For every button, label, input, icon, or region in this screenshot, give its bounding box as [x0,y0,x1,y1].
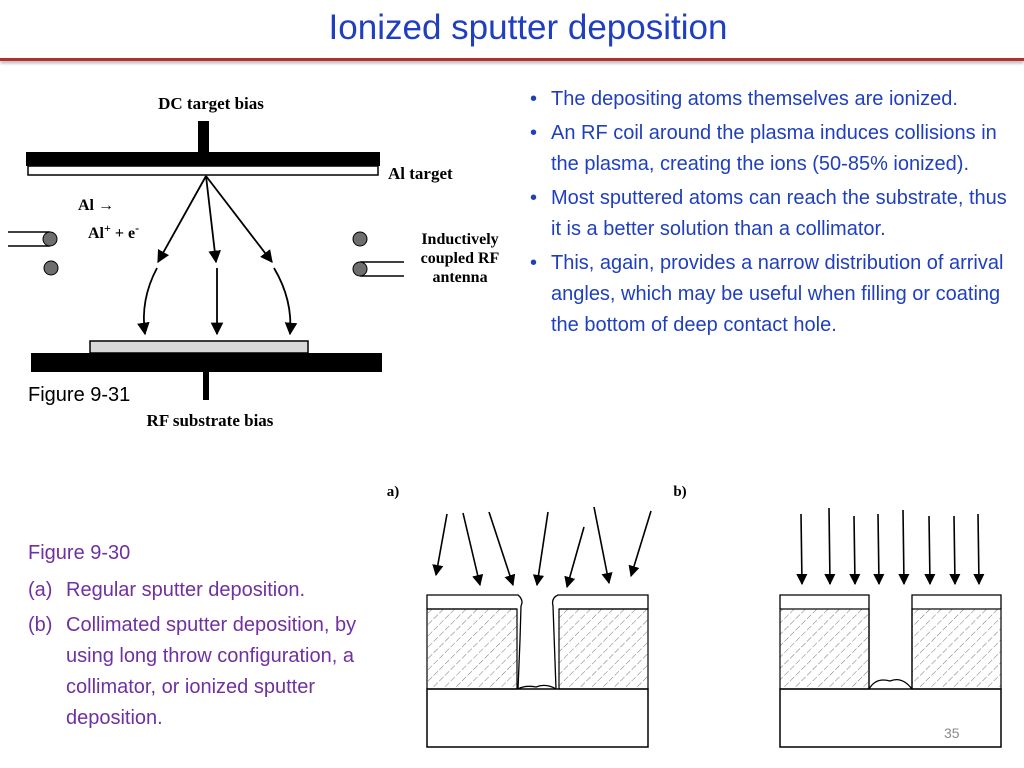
target-backing-plate [26,152,380,166]
bullet-item: • Most sputtered atoms can reach the subs… [530,183,1010,245]
right-antenna-coils [352,231,404,277]
al-target-label: Al target [388,164,453,183]
antenna-label-line3: antenna [432,269,487,286]
al-target-plate [27,165,379,176]
bullet-dot-icon: • [530,88,538,110]
ion-trajectory-arrows [137,175,298,336]
dc-bias-stem [198,121,209,152]
dc-target-bias-label: DC target bias [158,94,264,113]
panel-a-label: a) [387,484,400,500]
al-reaction-label: Al → [78,197,114,214]
al-ion-label: Al+ + e- [88,221,139,242]
caption-marker: (a) [28,579,53,601]
rf-bias-stem [203,372,209,400]
figure-9-30-caption: Figure 9-30 (a) Regular sputter depositi… [28,538,398,738]
bullet-text: The depositing atoms themselves are ioni… [551,88,958,110]
rf-substrate-bias-label: RF substrate bias [147,411,274,430]
bullet-item: • This, again, provides a narrow distribu… [530,248,1010,341]
antenna-label-line1: Inductively [421,231,498,248]
panel-b-structure [779,594,1002,748]
bullet-dot-icon: • [530,187,538,209]
slide-title: Ionized sputter deposition [328,8,728,47]
panel-a-arrows [432,506,652,589]
bullet-item: • An RF coil around the plasma induces co… [530,118,1010,180]
caption-text: Collimated sputter deposition, by using … [66,614,357,729]
bullet-dot-icon: • [530,252,538,274]
panel-b-label: b) [673,484,686,500]
panel-b-arrows [796,507,985,586]
bullet-text: Most sputtered atoms can reach the subst… [551,187,1007,240]
panel-a-structure [426,594,649,748]
page-number: 35 [944,725,960,741]
left-antenna-coils [8,231,59,276]
caption-marker: (b) [28,614,53,636]
bullet-list: • The depositing atoms themselves are ion… [530,84,1010,344]
bullet-item: • The depositing atoms themselves are ion… [530,84,1010,115]
title-divider [0,58,1024,61]
caption-item-a: (a) Regular sputter deposition. [28,575,398,606]
figure-9-31-caption: Figure 9-31 [28,384,131,406]
bullet-text: An RF coil around the plasma induces col… [551,122,997,175]
antenna-label-line2: coupled RF [421,250,500,267]
caption-item-b: (b) Collimated sputter deposition, by us… [28,610,398,734]
caption-text: Regular sputter deposition. [66,579,306,601]
bullet-dot-icon: • [530,122,538,144]
figure-9-30-label: Figure 9-30 [28,542,131,564]
substrate-holder [31,353,382,372]
bullet-text: This, again, provides a narrow distribut… [551,252,1004,336]
